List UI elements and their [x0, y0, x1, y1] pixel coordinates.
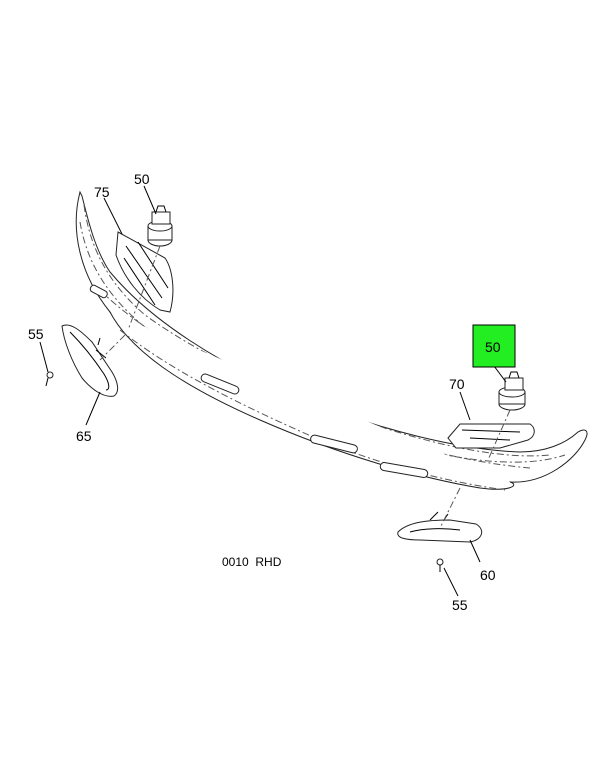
- assembly-guides: [99, 245, 511, 529]
- leader-lines: [39, 185, 507, 597]
- right-lamp-bracket: [447, 423, 535, 449]
- callout-70[interactable]: 70: [449, 376, 465, 392]
- callout-50-left[interactable]: 50: [134, 171, 150, 187]
- left-lamp-bracket: [115, 231, 174, 313]
- callout-65[interactable]: 65: [76, 428, 92, 444]
- callout-50-right[interactable]: 50: [485, 339, 501, 355]
- bumper-assembly: [75, 190, 588, 491]
- callout-60[interactable]: 60: [480, 567, 496, 583]
- right-bezel: [397, 511, 483, 543]
- callout-55-right[interactable]: 55: [452, 597, 468, 613]
- highlighted-callout-box[interactable]: [472, 324, 516, 368]
- left-bezel: [61, 324, 119, 397]
- diagram-caption: 0010 RHD: [222, 555, 282, 569]
- callout-75[interactable]: 75: [94, 184, 110, 200]
- right-lamp-socket: [498, 371, 526, 411]
- callout-55-left[interactable]: 55: [28, 326, 44, 342]
- left-screw: [45, 371, 54, 387]
- left-lamp-socket: [147, 205, 173, 247]
- right-screw: [436, 558, 444, 572]
